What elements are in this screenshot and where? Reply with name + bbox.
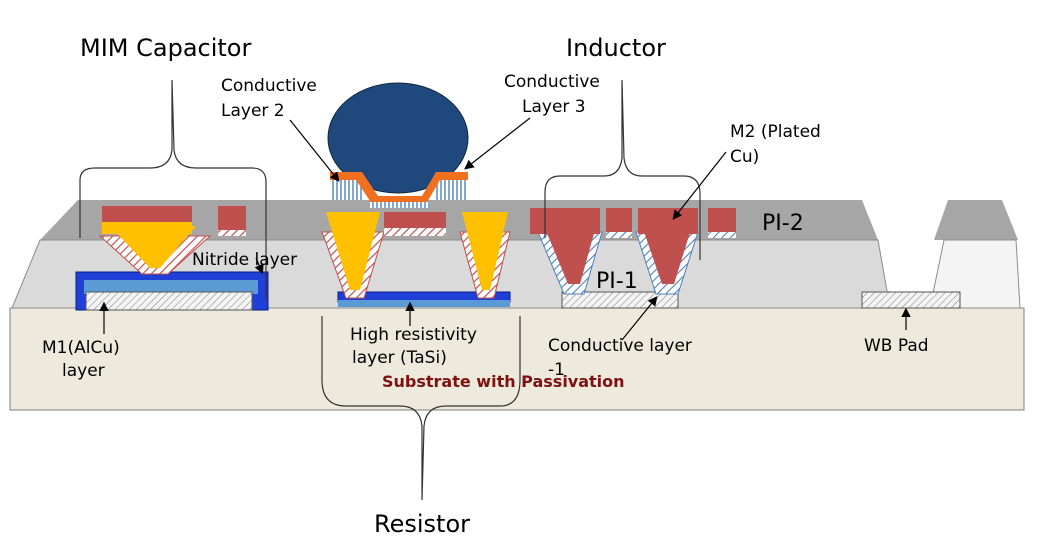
- label-m2-line2: Cu): [730, 147, 759, 167]
- label-m2-line1: M2 (Plated: [730, 122, 821, 142]
- mim-via-gold: [110, 226, 196, 268]
- label-conductive-layer-3-line1: Conductive: [504, 72, 600, 92]
- resistor-via-right-gold: [462, 212, 508, 290]
- solder-bump: [327, 82, 469, 194]
- mim-gold-cap: [102, 222, 192, 234]
- pi1-layer-right: [929, 239, 1021, 309]
- conductive-layer-2-thin: [370, 202, 430, 208]
- label-resistor: Resistor: [374, 510, 470, 538]
- mim-m2-pad: [102, 206, 192, 224]
- resistor-brace: [321, 316, 521, 501]
- bump-ubm-right: [436, 180, 468, 200]
- label-substrate: Substrate with Passivation: [382, 372, 625, 391]
- label-mim-capacitor: MIM Capacitor: [80, 34, 251, 62]
- inductor-pad-2-base: [606, 232, 632, 238]
- inductor-pad-1: [530, 208, 600, 234]
- label-conductive-layer-3-line2: Layer 3: [522, 97, 586, 117]
- label-m1-line2: layer: [62, 361, 105, 381]
- leader-conductive-layer-3: [464, 117, 531, 170]
- leader-nitride: [254, 257, 264, 275]
- label-nitride-layer: Nitride layer: [192, 250, 297, 270]
- label-high-resistivity-line1: High resistivity: [350, 325, 477, 345]
- pi2-layer-right: [934, 200, 1018, 240]
- label-wb-pad: WB Pad: [864, 336, 929, 356]
- conductive-layer-3-orange: [330, 172, 468, 204]
- mim-m1-hatched: [85, 291, 253, 311]
- inductor-brace: [544, 79, 701, 260]
- mim-small-pad: [218, 206, 246, 232]
- substrate: [9, 307, 1025, 411]
- label-conductive-layer-2-line2: Layer 2: [221, 101, 285, 121]
- bump-ubm-left: [330, 180, 362, 200]
- mim-blue-inner: [84, 280, 258, 294]
- resistor-middle-pad: [384, 212, 446, 230]
- inductor-via1-copper: [544, 226, 596, 284]
- inductor-pad-4-base: [708, 232, 736, 238]
- label-m1-line1: M1(AlCu): [42, 338, 120, 358]
- inductor-pad-3: [638, 208, 698, 234]
- resistor-tasi: [338, 300, 510, 307]
- inductor-pad-2: [606, 208, 632, 234]
- label-conductive-layer-1-line2: -1: [548, 360, 565, 380]
- label-pi2: PI-2: [762, 211, 804, 236]
- leader-conductive-layer-1: [621, 296, 658, 341]
- label-inductor: Inductor: [566, 34, 666, 62]
- inductor-via2-copper: [642, 226, 692, 284]
- inductor-pad-4: [708, 208, 736, 234]
- mim-small-pad-base: [218, 230, 246, 236]
- resistor-middle-pad-base: [384, 228, 446, 236]
- resistor-via-left-gold: [326, 212, 380, 290]
- label-pi1: PI-1: [596, 269, 638, 294]
- leader-conductive-layer-2: [289, 119, 340, 182]
- wb-pad: [861, 291, 961, 309]
- mim-brace: [79, 79, 267, 300]
- label-conductive-layer-1-line1: Conductive layer: [548, 336, 692, 356]
- label-high-resistivity-line2: layer (TaSi): [352, 348, 447, 368]
- label-conductive-layer-2-line1: Conductive: [221, 76, 317, 96]
- leader-m2: [672, 151, 727, 220]
